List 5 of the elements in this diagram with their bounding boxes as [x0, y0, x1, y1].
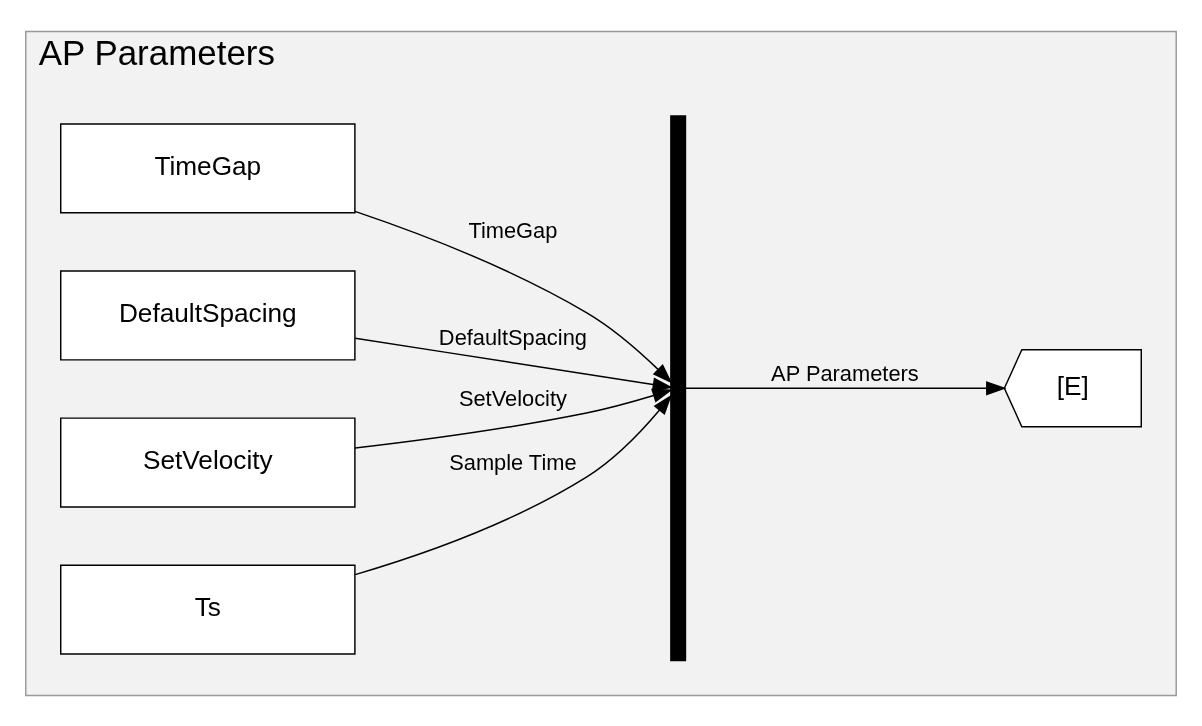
edge-label: Sample Time	[449, 449, 577, 475]
edge-label: SetVelocity	[458, 385, 567, 411]
edge-label: AP Parameters	[771, 360, 919, 386]
edge-label: TimeGap	[468, 217, 558, 243]
edge-label: DefaultSpacing	[438, 324, 587, 350]
